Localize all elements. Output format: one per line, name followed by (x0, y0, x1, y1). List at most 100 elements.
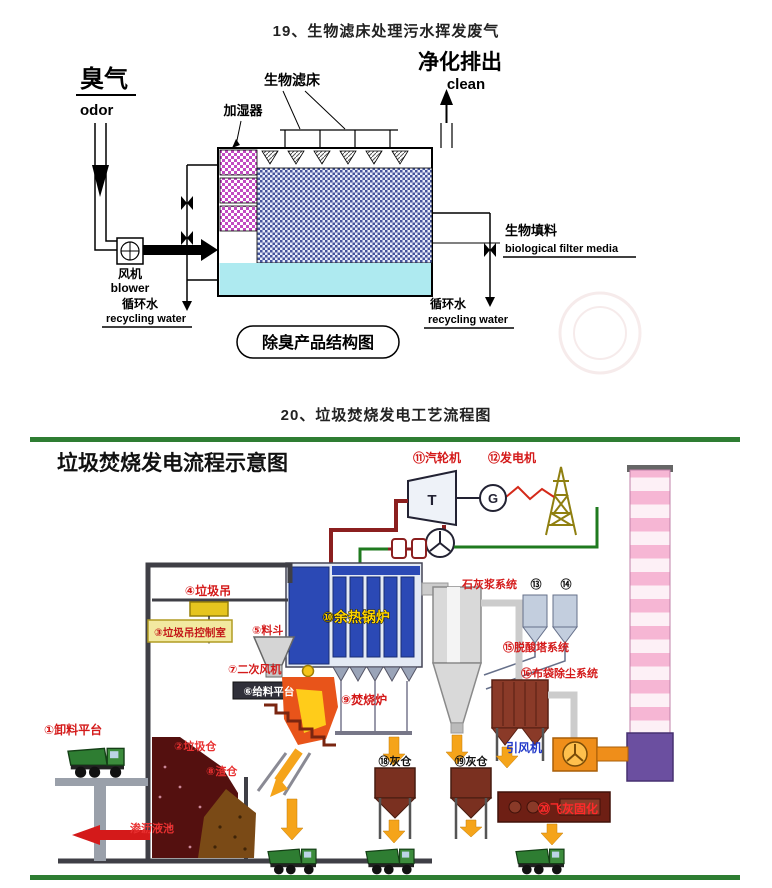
recycle-right-label: 循环水 recycling water (424, 296, 514, 329)
odor-cn-text: 臭气 (80, 65, 128, 93)
down-arrow-icon (495, 746, 519, 769)
chimney (626, 465, 674, 782)
media-cn-text: 生物填料 (505, 223, 557, 238)
truck-platform (67, 747, 125, 779)
biofilter-diagram: 臭气 odor 风机 blower (76, 50, 642, 375)
section1-title: 19、生物滤床处理污水挥发废气 (272, 23, 500, 40)
spray-nozzles (261, 150, 409, 165)
odor-duct (92, 123, 117, 251)
label-lime-no2: ⑭ (561, 577, 572, 591)
down-arrow-icon (485, 297, 495, 307)
lime-silos (483, 594, 578, 690)
truck-slag (267, 848, 317, 876)
bag-filter (490, 679, 550, 761)
down-arrow-icon (445, 734, 469, 765)
left-pipe (181, 164, 218, 311)
diagram-title: 垃圾焚烧发电流程示意图 (57, 451, 288, 475)
right-arrow-icon (201, 239, 218, 261)
section2-title: 20、垃圾焚烧发电工艺流程图 (280, 407, 492, 424)
down-arrow-icon (92, 165, 109, 197)
feedwater-pipes (358, 507, 599, 563)
down-arrow-icon (270, 776, 288, 797)
grate (264, 703, 336, 747)
flue-duct-2 (481, 599, 523, 680)
label-feeding-platform: ⑥给料平台 (244, 685, 295, 698)
fly-ash-unit (497, 791, 611, 823)
odor-label: 臭气 odor (76, 65, 136, 119)
water-basin (219, 263, 431, 295)
label-slag-bunker: ⑧渣仓 (206, 764, 238, 778)
recycle-left-cn-text: 循环水 (122, 296, 159, 311)
filter-box (217, 123, 453, 297)
label-hopper: ⑤料斗 (252, 623, 283, 637)
label-lime-no1: ⑬ (531, 577, 542, 591)
label-unloading-platform: ①卸料平台 (44, 722, 102, 737)
biofilter-bed-label: 生物滤床 (264, 72, 346, 130)
induced-fan (552, 737, 629, 772)
incinerator-fire (264, 677, 338, 747)
condenser (425, 528, 455, 558)
power-tower-icon (545, 466, 577, 536)
caption-text: 除臭产品结构图 (262, 333, 374, 352)
heater-icon (391, 538, 407, 559)
valve-icon (484, 243, 490, 257)
clean-outlet: 净化排出 clean (418, 50, 502, 123)
recycle-right-cn-text: 循环水 (430, 296, 467, 311)
label-waste-heat-boiler: ⑩余热锅炉 (322, 609, 390, 625)
slag-chute (256, 748, 312, 797)
clean-cn-text: 净化排出 (418, 50, 502, 74)
incineration-diagram: 垃圾焚烧发电流程示意图 T G (30, 437, 740, 880)
steam-pipe (329, 499, 408, 565)
humidifier-blocks (219, 149, 258, 232)
waste-hopper (252, 636, 296, 678)
left-arrow-icon (72, 825, 100, 845)
media-label: 生物填料 biological filter media (432, 223, 636, 258)
blower-arrow (143, 239, 218, 261)
caption-box: 除臭产品结构图 (236, 325, 400, 359)
valve-icon (181, 196, 187, 210)
crane-control-room (147, 619, 233, 643)
heater-icon (411, 538, 427, 559)
humidifier-text: 加湿器 (222, 103, 263, 118)
leachate-arrow (72, 825, 150, 845)
down-arrow-icon (540, 823, 564, 846)
generator: G (479, 484, 507, 512)
label-turbine: ⑪汽轮机 (413, 450, 461, 465)
blower-cn-text: 风机 (118, 266, 142, 281)
label-incinerator: ⑨焚烧炉 (341, 692, 387, 707)
deacid-tower (431, 586, 483, 734)
generator-letter: G (488, 491, 498, 506)
label-crane-control-room: ③垃圾吊控制室 (154, 626, 226, 639)
down-arrow-icon (382, 736, 406, 767)
truck-fly-ash (515, 848, 565, 876)
media-bed (256, 167, 433, 264)
label-deacid-tower: ⑮脱酸塔系统 (503, 640, 569, 654)
label-generator: ⑫发电机 (488, 450, 536, 465)
odor-en-text: odor (80, 102, 113, 119)
slag-pile (198, 789, 256, 858)
label-leachate-pool: 渗沥液池 (130, 821, 174, 835)
label-lime-slurry: 石灰浆系统 (461, 577, 517, 591)
up-arrow-icon (440, 89, 453, 105)
ash-silo-left (373, 767, 417, 839)
down-arrow-icon (280, 798, 304, 841)
recycle-right-en-text: recycling water (428, 314, 509, 326)
unloading-platform-structure (55, 778, 148, 861)
blower: 风机 blower (111, 237, 150, 295)
spray-manifold (280, 123, 453, 148)
frame-lines (30, 437, 740, 880)
down-arrow-icon (459, 819, 483, 838)
label-crane: ④垃圾吊 (185, 583, 231, 598)
ash-flow-arrows (280, 734, 564, 846)
label-secondary-fan: ⑦二次风机 (228, 662, 281, 676)
turbine-letter: T (427, 492, 436, 509)
steam-turbine: T (407, 469, 480, 527)
pointer-arrow-icon (232, 139, 240, 148)
right-pipe (432, 212, 496, 307)
watermark (558, 291, 642, 375)
label-induced-fan: 引风机 (506, 740, 542, 755)
biofilter-bed-text: 生物滤床 (264, 72, 321, 88)
label-ash-bunker-right: ⑲灰仓 (455, 754, 489, 768)
recycle-left-en-text: recycling water (106, 313, 187, 325)
